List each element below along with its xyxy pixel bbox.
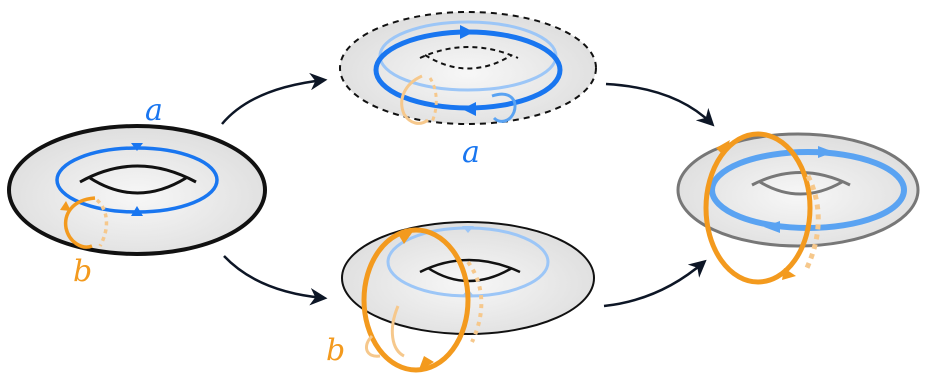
cycle-a-left-arrow-bottom [131,206,143,216]
cycle-b-right [703,131,813,285]
cycle-b-bottom-twist [364,334,381,358]
cycle-b-top-faint-back [428,77,438,123]
cycle-a-top-arrow-left [462,102,476,116]
torus-right [676,131,920,285]
arrow-left-to-bottom [223,255,328,306]
torus-left-body [7,124,267,256]
cycle-b-bottom-faint [390,305,405,358]
cycle-a-top-twist [491,92,517,123]
torus-bottom-hole-bottom [427,266,513,283]
cycle-b-bottom-arrow-top [398,230,414,244]
cycle-b-right-arrow-bottom [782,268,796,280]
label-b-left: b [73,254,92,289]
torus-right-hole-bottom [759,180,843,196]
torus-bottom: b [326,221,595,373]
torus-bottom-hole-top [419,258,521,274]
torus-top: a [339,11,597,170]
torus-left: a b [7,93,267,289]
torus-top-hole-top [419,46,519,59]
torus-left-hole-bottom [89,176,187,195]
torus-left-hole-top [79,164,197,184]
arrow-left-to-top [221,72,328,125]
arrow-top-to-right [605,82,715,127]
cycle-a-left-arrow-top [131,143,143,151]
cycle-a-bottom-arrow-top [462,226,474,233]
cycle-b-bottom-arrow-bottom [418,356,434,372]
torus-top-hole-bottom [424,54,513,70]
cycle-b-left-front [63,196,96,249]
cycle-b-left-arrow [60,201,71,211]
cycle-b-bottom-back [466,260,484,343]
cycle-b-right-arrow-top [716,140,730,156]
cycle-a-right-arrow-bottom [764,221,780,233]
cycle-b-bottom [361,227,471,373]
cycle-a-right-arrow-top [818,146,834,158]
arrow-bottom-to-right [603,259,707,308]
label-a-left: a [145,93,163,128]
torus-right-hole-top [751,171,851,187]
label-b-bottom: b [326,333,345,368]
cycle-b-top-faint [400,74,429,125]
cycle-b-left-back [95,198,109,247]
cycle-a-top-arrow-right [460,25,474,39]
label-a-top: a [462,135,480,170]
